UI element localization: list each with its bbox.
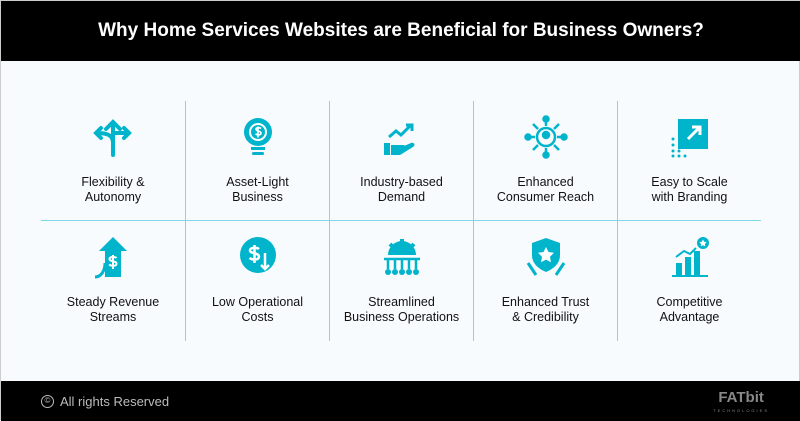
benefit-label: Autonomy — [84, 190, 142, 204]
logo-subtext: TECHNOLOGIES — [713, 407, 769, 413]
benefit-label: Enhanced — [517, 175, 574, 189]
fatbit-logo: FATbit TECHNOLOGIES — [713, 389, 769, 414]
benefit-item: Enhanced Trust & Credibility — [473, 221, 617, 341]
benefit-label: Low Operational — [211, 295, 304, 309]
benefit-item: Flexibility & Autonomy — [41, 101, 185, 221]
split-arrows-icon — [93, 119, 132, 157]
benefit-label: Consumer Reach — [496, 190, 595, 204]
copyright: © All rights Reserved — [41, 394, 169, 409]
benefit-label: Business — [232, 190, 283, 204]
copyright-icon: © — [41, 394, 54, 408]
scale-up-icon — [671, 119, 708, 158]
benefit-label: Industry-based — [360, 175, 443, 189]
benefits-grid: Flexibility & Autonomy Asset-Light Busin… — [41, 101, 761, 341]
revenue-arrow-icon — [94, 237, 127, 279]
benefit-label: Streamlined — [368, 295, 435, 309]
benefit-label: Asset-Light — [226, 175, 289, 189]
footer: © All rights Reserved FATbit TECHNOLOGIE… — [1, 381, 800, 421]
benefit-label: Enhanced Trust — [501, 295, 590, 309]
benefit-item: Streamlined Business Operations — [329, 221, 473, 341]
benefit-label: & Credibility — [512, 310, 579, 324]
benefit-label: Easy to Scale — [651, 175, 728, 189]
benefit-label: Advantage — [659, 310, 720, 324]
benefit-label: Demand — [377, 190, 426, 204]
benefit-label: Costs — [241, 310, 274, 324]
benefit-label: Competitive — [656, 295, 723, 309]
benefit-label: with Branding — [651, 190, 728, 204]
lightbulb-dollar-icon — [243, 118, 272, 155]
logo-text: FATbit — [718, 388, 764, 406]
page-title: Why Home Services Websites are Beneficia… — [1, 1, 800, 61]
benefit-item: Enhanced Consumer Reach — [473, 101, 617, 221]
benefit-label: Steady Revenue — [66, 295, 160, 309]
copyright-text: All rights Reserved — [60, 393, 170, 409]
benefit-item: Steady Revenue Streams — [41, 221, 185, 341]
gear-network-icon — [383, 239, 420, 275]
shield-star-icon — [526, 238, 565, 276]
benefit-label: Streams — [89, 310, 137, 324]
benefit-item: Low Operational Costs — [185, 221, 329, 341]
bar-star-icon — [671, 237, 709, 277]
benefit-label: Business Operations — [343, 310, 460, 324]
dollar-down-icon — [239, 237, 276, 273]
hand-growth-icon — [383, 123, 414, 155]
benefit-label: Flexibility & — [81, 175, 145, 189]
benefit-item: Competitive Advantage — [617, 221, 761, 341]
network-user-icon — [523, 115, 568, 159]
benefit-item: Asset-Light Business — [185, 101, 329, 221]
benefit-item: Industry-based Demand — [329, 101, 473, 221]
benefit-item: Easy to Scale with Branding — [617, 101, 761, 221]
